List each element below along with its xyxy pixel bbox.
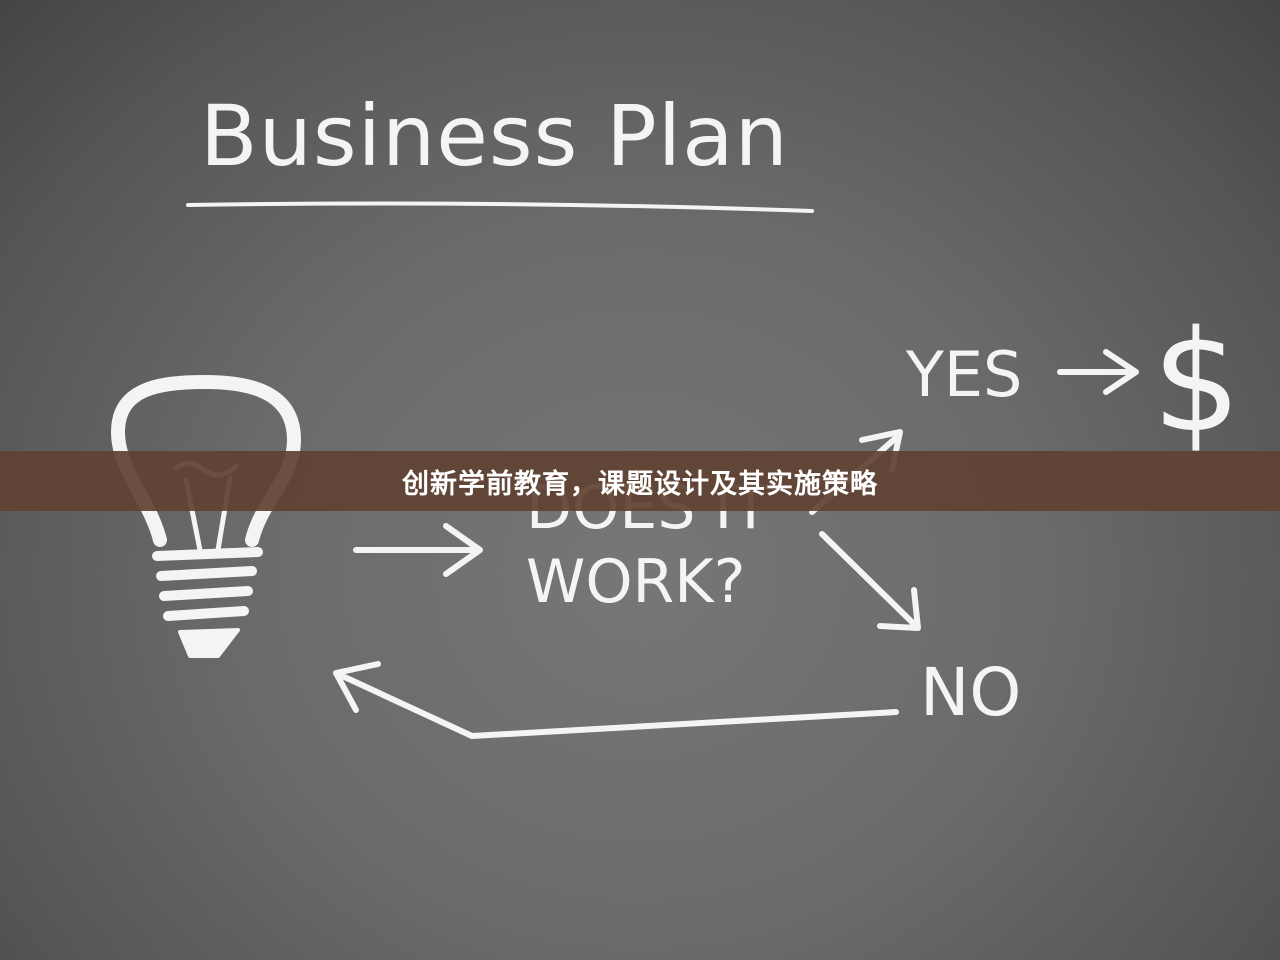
title-banner: 创新学前教育，课题设计及其实施策略 xyxy=(0,451,1280,511)
heading-underline xyxy=(186,201,814,213)
no-label: NO xyxy=(920,654,1021,731)
question-line2: WORK? xyxy=(526,547,745,617)
arrow-to-question xyxy=(353,523,483,577)
business-plan-heading: Business Plan xyxy=(200,87,789,185)
return-arrow xyxy=(333,661,899,739)
banner-title: 创新学前教育，课题设计及其实施策略 xyxy=(402,468,878,500)
lightbulb-icon xyxy=(111,375,301,658)
arrow-to-dollar xyxy=(1057,349,1139,395)
arrow-to-no xyxy=(819,531,921,631)
dollar-icon: $ xyxy=(1152,301,1241,464)
yes-label: YES xyxy=(905,338,1022,411)
